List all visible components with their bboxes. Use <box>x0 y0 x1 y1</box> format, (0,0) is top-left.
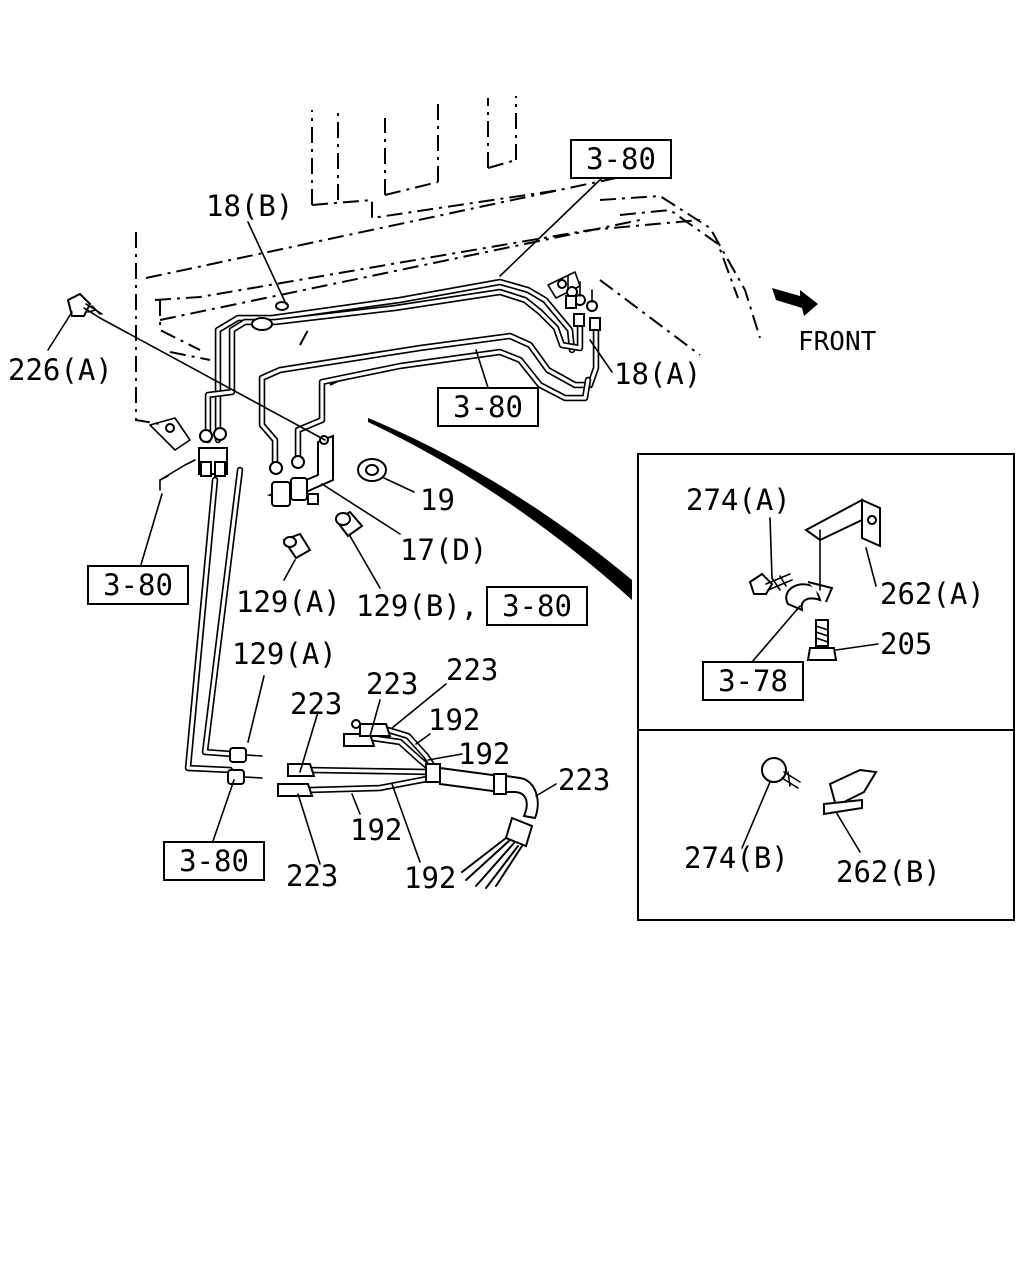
ref-3-78-text: 3-78 <box>718 664 788 698</box>
bolt-226a <box>66 292 103 319</box>
ref-3-80-left-text: 3-80 <box>103 568 173 602</box>
label-223-c: 223 <box>290 687 342 721</box>
ref-3-80-top-text: 3-80 <box>586 142 656 176</box>
union-129a-upper <box>282 532 312 560</box>
ref-box-3-80-mid[interactable]: 3-80 <box>437 387 539 427</box>
label-192-c: 192 <box>350 813 402 847</box>
ref-box-3-78[interactable]: 3-78 <box>702 661 804 701</box>
ref-box-3-80-top[interactable]: 3-80 <box>570 139 672 179</box>
vehicle-body-outline <box>135 96 761 425</box>
brake-pipe-upper <box>214 278 576 444</box>
label-192-d: 192 <box>404 861 456 895</box>
label-18a: 18(A) <box>614 357 701 391</box>
label-262a: 262(A) <box>880 577 985 611</box>
label-17d: 17(D) <box>400 533 487 567</box>
bolt-274b <box>761 757 801 789</box>
label-front: FRONT <box>798 327 877 357</box>
label-226a: 226(A) <box>8 353 113 387</box>
brake-pipe-third <box>294 348 592 469</box>
label-274a: 274(A) <box>686 483 791 517</box>
hose-fittings-223 <box>277 719 392 797</box>
brake-pipe-second <box>204 288 584 444</box>
label-129b: 129(B), <box>356 589 478 623</box>
label-205: 205 <box>880 627 932 661</box>
bracket-262a <box>804 498 881 548</box>
pipe-clip <box>251 301 289 331</box>
ref-3-80-right-text: 3-80 <box>502 589 572 623</box>
bracket-262b <box>823 768 878 816</box>
ref-box-3-80-bottom[interactable]: 3-80 <box>163 841 265 881</box>
clip-3-78 <box>785 529 834 612</box>
brake-hose-harness <box>306 726 539 889</box>
label-129a-upper: 129(A) <box>236 585 341 619</box>
nut-19 <box>357 458 387 482</box>
label-262b: 262(B) <box>836 855 941 889</box>
leader-lines <box>47 175 879 865</box>
label-129a-lower: 129(A) <box>232 637 337 671</box>
label-192-b: 192 <box>458 737 510 771</box>
part-labels: 18(B) 226(A) 18(A) FRONT 19 17(D) 129(A)… <box>8 189 985 895</box>
ref-3-80-bottom-text: 3-80 <box>179 844 249 878</box>
label-223-d: 223 <box>558 763 610 797</box>
left-junction-bracket <box>149 417 228 491</box>
bolt-274a <box>748 572 793 595</box>
label-223-e: 223 <box>286 859 338 893</box>
brake-pipe-lower <box>258 326 600 469</box>
label-18b: 18(B) <box>206 189 293 223</box>
ref-3-80-mid-text: 3-80 <box>453 390 523 424</box>
front-connector-cluster <box>547 271 601 331</box>
front-arrow-icon <box>772 288 818 316</box>
brake-pipe-long <box>184 466 244 774</box>
bolt-205 <box>806 619 838 661</box>
detail-sweep-band <box>368 418 632 600</box>
label-19: 19 <box>420 483 455 517</box>
union-129a-lower <box>227 747 263 785</box>
ref-box-3-80-left[interactable]: 3-80 <box>87 565 189 605</box>
label-223-b: 223 <box>366 667 418 701</box>
center-bracket-17d <box>266 434 334 507</box>
label-192-a: 192 <box>428 703 480 737</box>
ref-box-3-80-right[interactable]: 3-80 <box>486 586 588 626</box>
union-129b <box>334 510 364 538</box>
detail-inset-box <box>637 453 1015 921</box>
label-223-a: 223 <box>446 653 498 687</box>
label-274b: 274(B) <box>684 841 789 875</box>
